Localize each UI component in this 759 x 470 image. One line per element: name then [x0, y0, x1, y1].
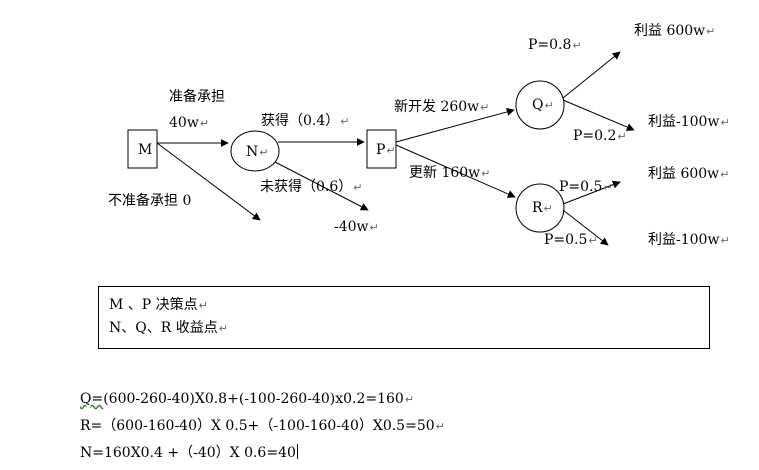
node-r-text: R [532, 200, 543, 216]
legend-decision-points: M 、P 决策点↵ [109, 294, 699, 317]
paragraph-mark: ↵ [480, 101, 490, 114]
label-not-obtain: 未获得（0.6）↵ [260, 179, 362, 196]
node-r-label: R↵ [532, 200, 553, 217]
paragraph-mark: ↵ [706, 25, 716, 38]
label-obtain: 获得（0.4）↵ [261, 113, 349, 130]
label-new-develop-text: 新开发 260w [394, 99, 480, 115]
label-r-prob-high-text: P=0.5 [559, 179, 603, 195]
label-q-profit-high-text: 利益 600w [634, 23, 706, 39]
paragraph-mark: ↵ [481, 167, 491, 180]
edge-p-to-r [395, 144, 516, 198]
label-r-prob-low: P=0.5↵ [544, 232, 598, 249]
paragraph-mark: ↵ [218, 322, 228, 335]
label-prepare-cost: 40w↵ [169, 115, 209, 132]
formula-r: R=（600-160-40）X 0.5+（-100-160-40）X0.5=50… [80, 413, 445, 440]
label-q-profit-low-text: 利益-100w [648, 114, 720, 130]
edge-q-low [562, 99, 635, 131]
paragraph-mark: ↵ [353, 181, 363, 194]
node-m-label: M [138, 142, 153, 158]
formula-n-text: N=160X0.4 +（-40）X 0.6=40 [80, 445, 296, 461]
paragraph-mark: ↵ [386, 144, 396, 157]
label-r-profit-low-text: 利益-100w [648, 232, 720, 248]
paragraph-mark: ↵ [544, 99, 554, 112]
node-n-text: N [246, 144, 259, 160]
label-q-profit-high: 利益 600w↵ [634, 23, 715, 40]
formula-r-text: R=（600-160-40）X 0.5+（-100-160-40）X0.5=50 [80, 418, 435, 434]
chance-node-n [230, 130, 280, 172]
label-update-text: 更新 160w [409, 165, 481, 181]
legend-box: M 、P 决策点↵ N、Q、R 收益点↵ [98, 286, 710, 349]
edge-p-to-q [395, 108, 515, 143]
label-not-obtain-value-text: -40w [334, 219, 369, 235]
node-q-text: Q [532, 97, 544, 113]
label-r-profit-low: 利益-100w↵ [648, 232, 730, 249]
paragraph-mark: ↵ [369, 221, 379, 234]
label-r-prob-low-text: P=0.5 [544, 232, 588, 248]
edge-r-low [562, 209, 609, 246]
label-r-profit-high: 利益 600w↵ [648, 166, 729, 183]
label-q-prob-low: P=0.2↵ [573, 128, 627, 145]
label-q-prob-high: P=0.8↵ [528, 37, 582, 54]
formula-q: Q=(600-260-40)X0.8+(-100-260-40)x0.2=160… [80, 386, 445, 413]
paragraph-mark: ↵ [720, 234, 730, 247]
label-prepare-cost-text: 40w [169, 115, 199, 131]
formula-q-body: (600-260-40)X0.8+(-100-260-40)x0.2=160 [103, 391, 404, 407]
paragraph-mark: ↵ [603, 181, 613, 194]
node-p-label: P↵ [376, 142, 396, 159]
legend-chance-text: N、Q、R 收益点 [109, 320, 218, 336]
edge-m-not-prepare [156, 142, 261, 221]
label-q-prob-low-text: P=0.2 [573, 128, 617, 144]
label-prepare: 准备承担 [169, 89, 225, 105]
formulas-block: Q=(600-260-40)X0.8+(-100-260-40)x0.2=160… [80, 386, 445, 466]
edge-n-not-obtain [274, 161, 369, 211]
decision-node-m [127, 129, 158, 169]
paragraph-mark: ↵ [720, 116, 730, 129]
decision-node-p [366, 129, 397, 169]
label-q-prob-high-text: P=0.8 [528, 37, 572, 53]
label-update: 更新 160w↵ [409, 165, 490, 182]
paragraph-mark: ↵ [198, 299, 208, 312]
edge-q-high [562, 51, 621, 99]
paragraph-mark: ↵ [340, 115, 350, 128]
node-p-text: P [376, 142, 386, 158]
paragraph-mark: ↵ [199, 117, 210, 130]
label-new-develop: 新开发 260w↵ [394, 99, 489, 116]
paragraph-mark: ↵ [572, 39, 582, 52]
legend-chance-points: N、Q、R 收益点↵ [109, 317, 699, 340]
label-obtain-text: 获得（0.4） [261, 113, 340, 129]
chance-node-r [515, 183, 565, 233]
paragraph-mark: ↵ [543, 202, 553, 215]
label-r-prob-high: P=0.5↵ [559, 179, 613, 196]
paragraph-mark: ↵ [404, 393, 415, 406]
paragraph-mark: ↵ [259, 146, 269, 159]
label-not-obtain-value: -40w↵ [334, 219, 379, 236]
label-not-prepare: 不准备承担 0 [108, 193, 192, 209]
paragraph-mark: ↵ [617, 130, 627, 143]
node-n-label: N↵ [246, 144, 268, 161]
paragraph-mark: ↵ [720, 168, 730, 181]
formula-q-prefix: Q= [80, 391, 104, 407]
text-cursor [296, 444, 298, 459]
legend-decision-text: M 、P 决策点 [109, 297, 198, 313]
formula-n: N=160X0.4 +（-40）X 0.6=40 [80, 440, 445, 466]
edge-r-high [562, 180, 621, 205]
paragraph-mark: ↵ [588, 234, 598, 247]
paragraph-mark: ↵ [435, 420, 445, 433]
label-r-profit-high-text: 利益 600w [648, 166, 720, 182]
label-not-obtain-text: 未获得（0.6） [260, 179, 353, 195]
label-q-profit-low: 利益-100w↵ [648, 114, 730, 131]
node-q-label: Q↵ [532, 97, 554, 114]
chance-node-q [515, 80, 565, 130]
